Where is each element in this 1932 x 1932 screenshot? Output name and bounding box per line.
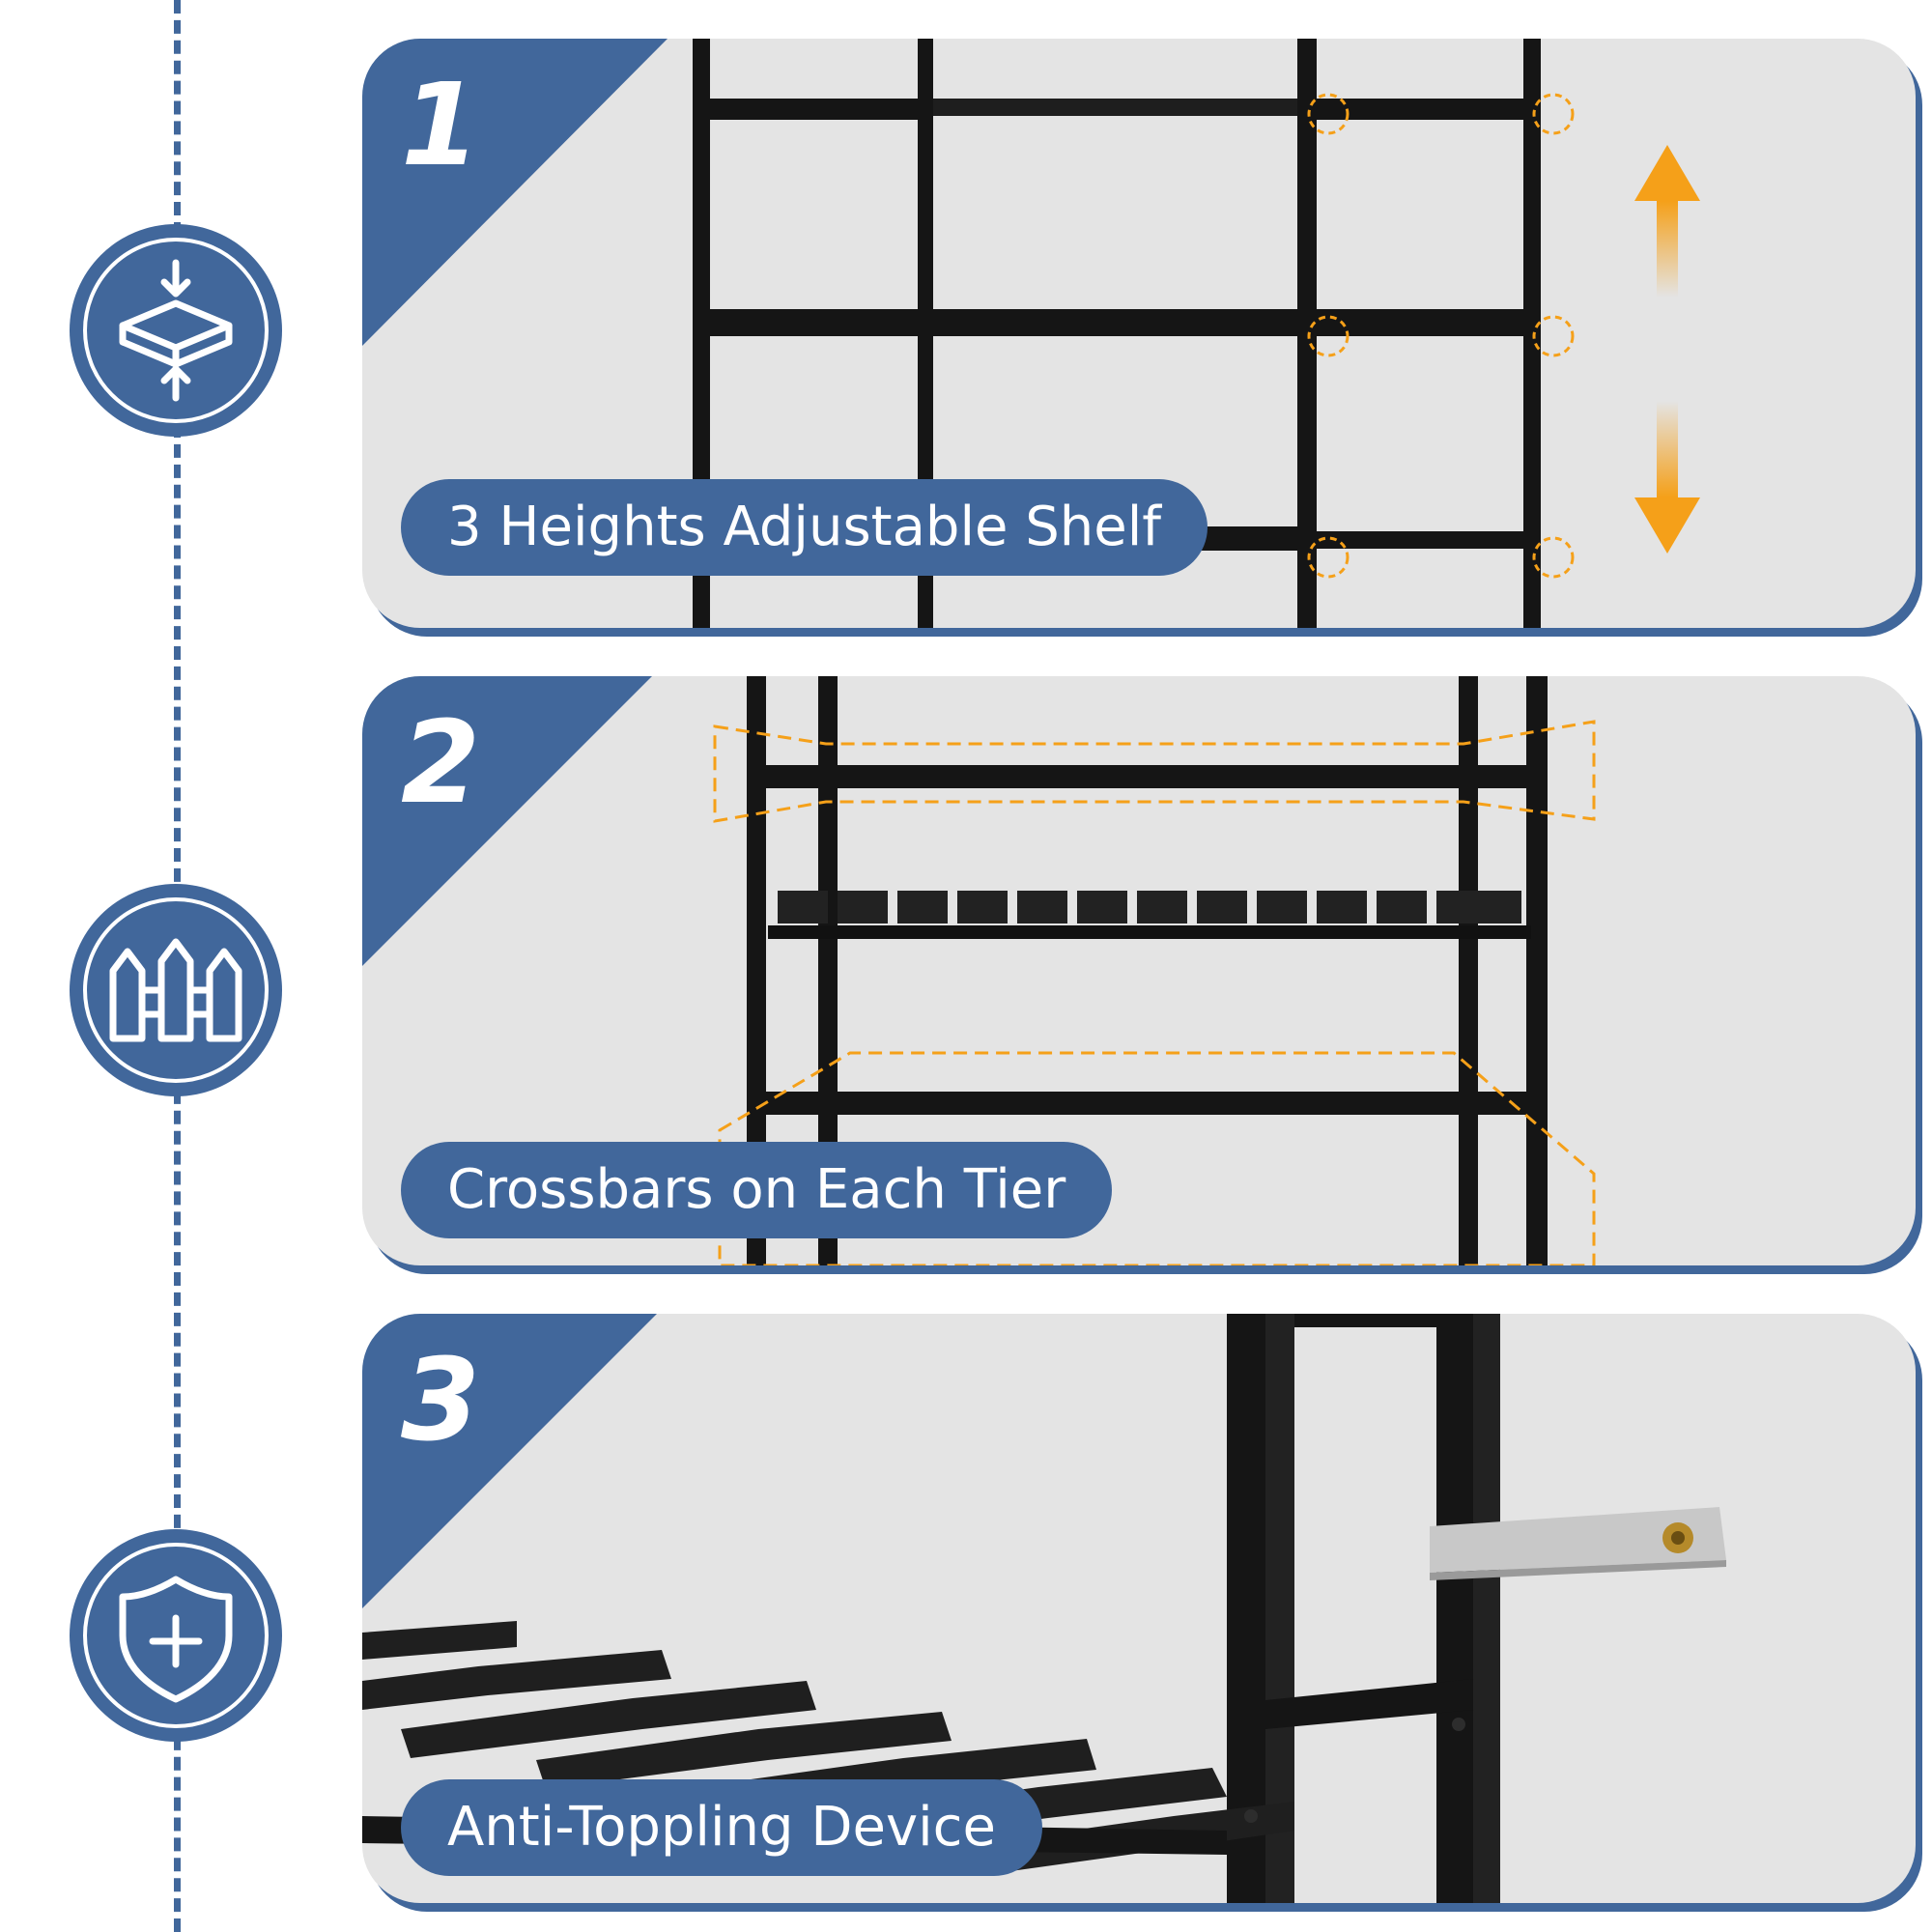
feature-label-2: Crossbars on Each Tier	[401, 1142, 1113, 1238]
shield-plus-icon	[119, 1576, 233, 1703]
feature-number-1: 1	[401, 58, 481, 191]
compress-layer-icon	[119, 259, 233, 402]
feature-panel-1: 1 3 Heights Adjustable Shelf	[362, 39, 1916, 628]
feature-number-3: 3	[401, 1333, 481, 1466]
feature-icon-2	[70, 884, 282, 1096]
feature-icon-3	[70, 1529, 282, 1742]
feature-label-3: Anti-Toppling Device	[401, 1779, 1042, 1876]
feature-icon-1	[70, 224, 282, 437]
crossbars-illustration	[362, 676, 1596, 1265]
fence-icon	[109, 938, 242, 1042]
feature-panel-2: 2 Crossbars on Each Tier	[362, 676, 1916, 1265]
feature-panel-3: 3 Anti-Toppling Device	[362, 1314, 1916, 1903]
feature-number-2: 2	[401, 696, 481, 829]
feature-label-1: 3 Heights Adjustable Shelf	[401, 479, 1208, 576]
